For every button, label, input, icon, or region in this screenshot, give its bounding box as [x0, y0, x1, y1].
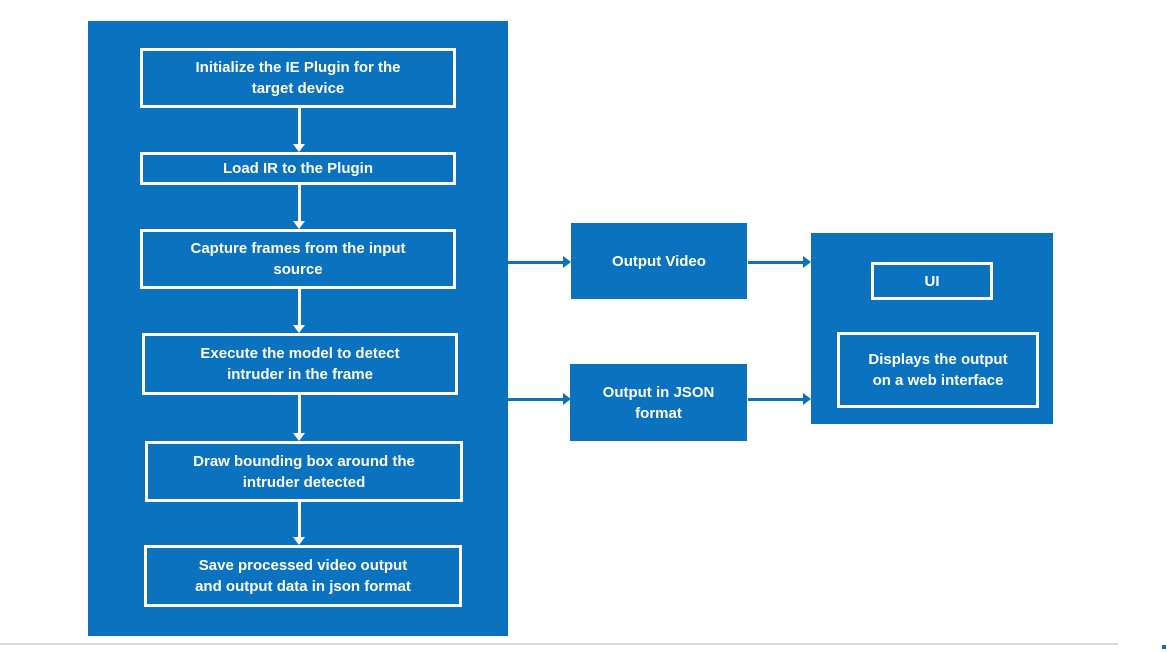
- arrow-down-icon: [293, 108, 305, 152]
- arrow-right-icon: [748, 256, 811, 268]
- arrow-down-icon: [293, 185, 305, 229]
- ui-description-box: Displays the output on a web interface: [837, 332, 1039, 408]
- flow-step-save-output: Save processed video output and output d…: [144, 545, 462, 607]
- flow-step-execute-model: Execute the model to detect intruder in …: [142, 333, 458, 395]
- arrow-right-icon: [508, 393, 571, 405]
- blue-speck: [1162, 645, 1166, 649]
- arrow-down-icon: [293, 502, 305, 545]
- arrow-down-icon: [293, 289, 305, 333]
- output-json-box: Output in JSON format: [570, 364, 747, 441]
- flow-step-draw-bounding-box: Draw bounding box around the intruder de…: [145, 441, 463, 502]
- arrow-right-icon: [508, 256, 571, 268]
- flow-step-capture-frames: Capture frames from the input source: [140, 229, 456, 289]
- output-video-box: Output Video: [571, 223, 747, 299]
- flow-step-initialize-plugin: Initialize the IE Plugin for the target …: [140, 48, 456, 108]
- slide-bottom-divider: [0, 643, 1118, 645]
- arrow-right-icon: [748, 393, 811, 405]
- ui-title-box: UI: [871, 262, 993, 300]
- flow-step-load-ir: Load IR to the Plugin: [140, 152, 456, 185]
- arrow-down-icon: [293, 395, 305, 441]
